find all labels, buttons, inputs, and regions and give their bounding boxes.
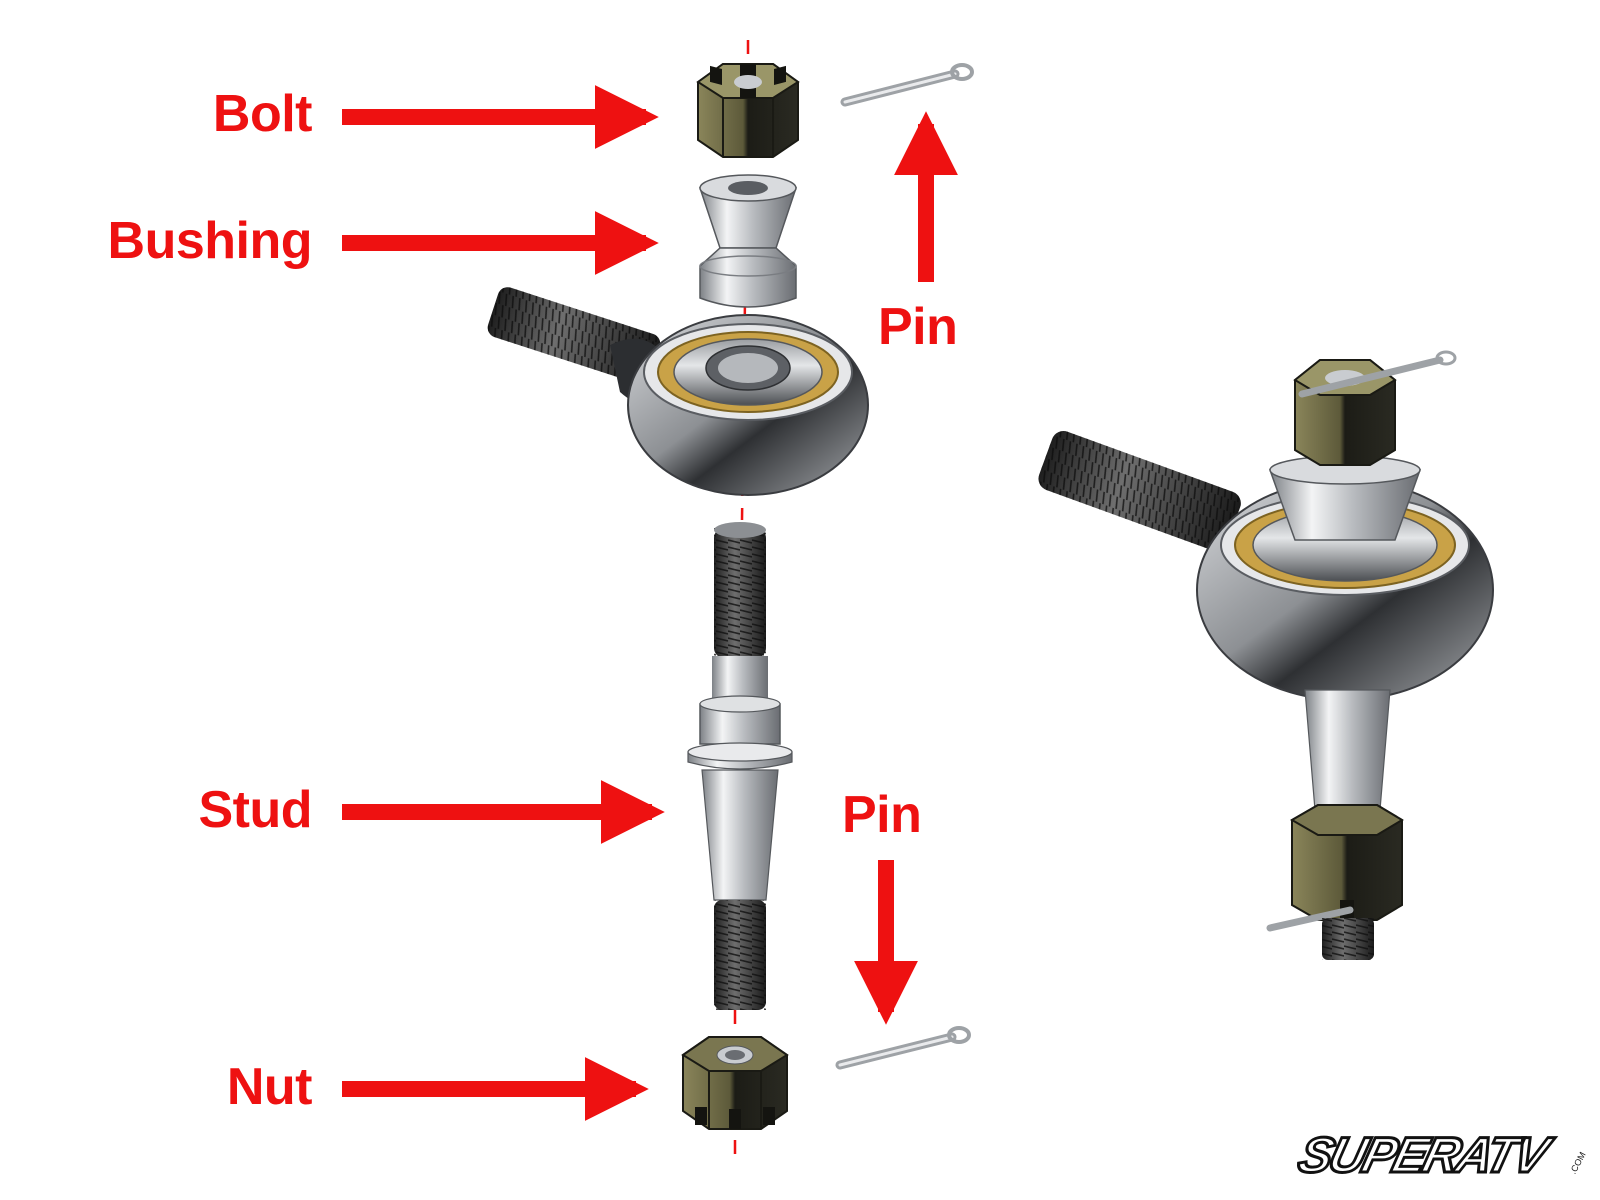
label-nut: Nut [226,1058,313,1116]
cotter-pin-icon [835,1026,971,1070]
bushing-icon [698,174,798,308]
label-pin-top: Pin [878,298,958,356]
assembled-rod-end-icon [1038,350,1494,960]
castle-nut-icon [681,1036,789,1130]
label-bushing: Bushing [107,212,313,270]
brand-logo: SUPERATV [1292,1126,1554,1185]
label-pin-bottom: Pin [842,786,922,844]
stud-icon [687,522,793,1010]
cotter-pin-icon [840,63,974,107]
label-stud: Stud [198,781,312,839]
rod-end-icon [487,287,869,496]
castle-nut-icon [696,63,800,158]
label-bolt: Bolt [212,85,313,143]
